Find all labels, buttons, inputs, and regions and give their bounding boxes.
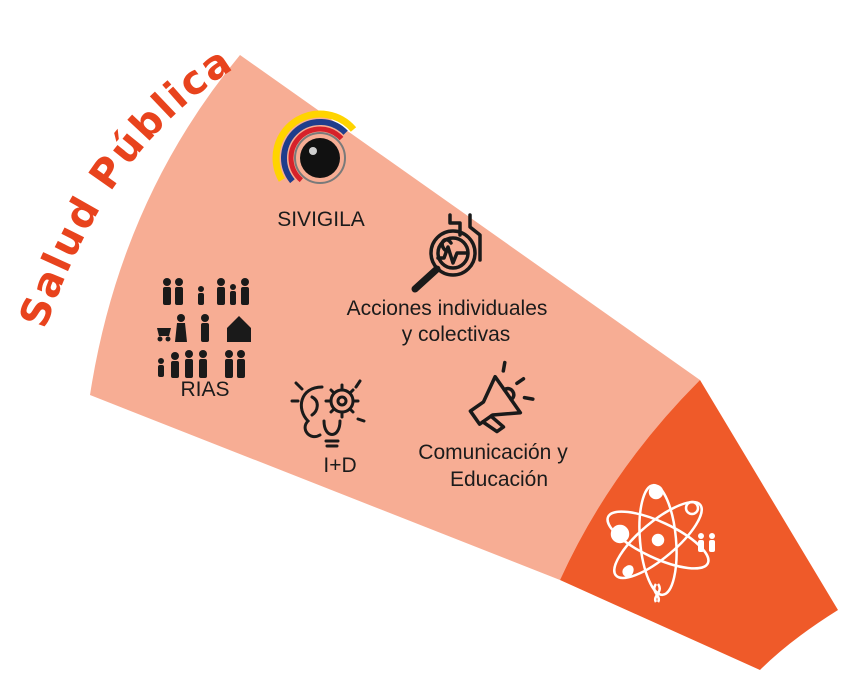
comunicacion-label-line2: Educación xyxy=(450,468,548,491)
acciones-label-line2: y colectivas xyxy=(402,323,511,346)
family-people-icon xyxy=(157,278,251,378)
salud-publica-sector xyxy=(90,55,700,580)
brain-gear-bulb-icon xyxy=(290,379,366,448)
megaphone-icon xyxy=(468,360,535,434)
magnifier-heart-monitor-icon xyxy=(411,213,482,293)
outer-band-segment xyxy=(560,380,838,670)
atom-community-icon xyxy=(606,483,715,603)
rias-label: RIAS xyxy=(180,378,229,401)
id-label: I+D xyxy=(323,454,356,477)
acciones-label-line1: Acciones individuales xyxy=(347,297,548,320)
comunicacion-label-line1: Comunicación y xyxy=(418,441,568,464)
sivigila-label: SIVIGILA xyxy=(277,208,365,231)
